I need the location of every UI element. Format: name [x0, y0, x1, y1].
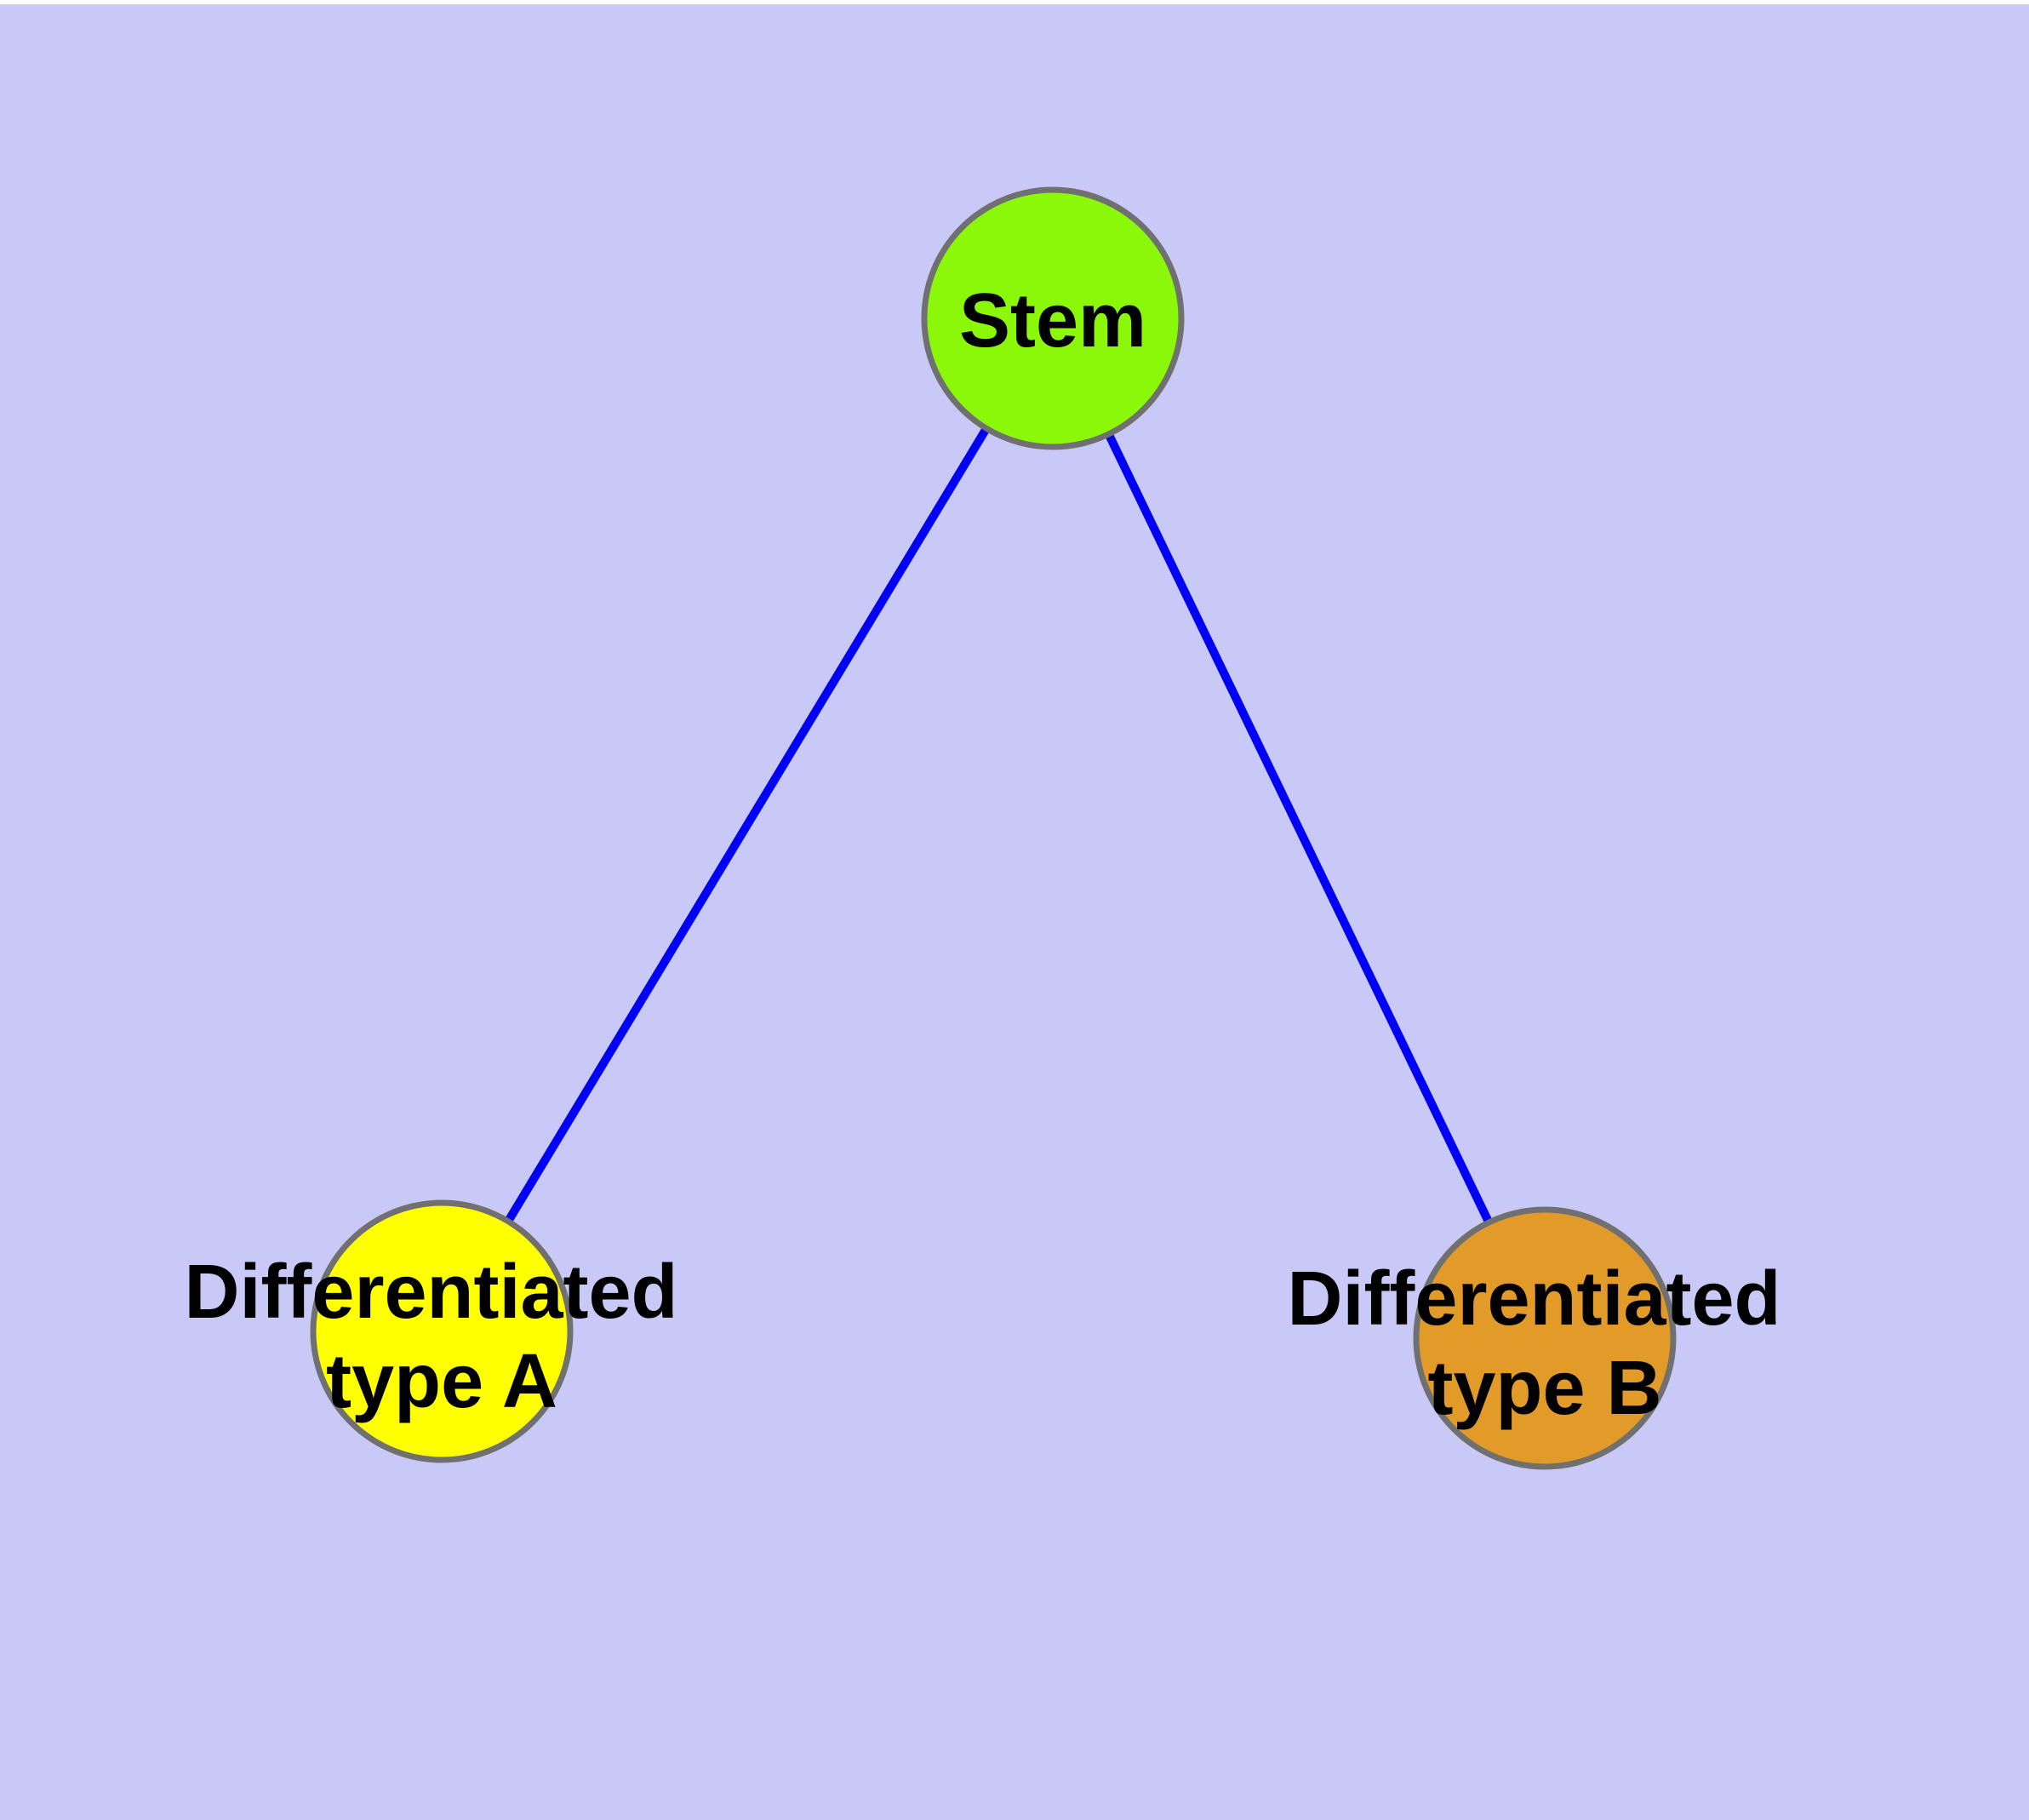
node-differentiated-type-a	[310, 1199, 574, 1463]
node-differentiated-type-a-label: Differentiated type A	[184, 1250, 699, 1424]
node-stem-label: Stem	[959, 278, 1146, 363]
node-differentiated-type-a-label-line2: type A	[326, 1339, 557, 1424]
node-differentiated-type-b	[1413, 1206, 1677, 1470]
edge-stem-to-differentiated-type-a	[437, 316, 1057, 1334]
node-differentiated-type-b-label: Differentiated type B	[1287, 1256, 1802, 1431]
node-differentiated-type-b-label-line2: type B	[1427, 1346, 1661, 1431]
node-differentiated-type-b-label-line1: Differentiated	[1287, 1256, 1780, 1342]
edge-stem-to-differentiated-type-b	[1049, 316, 1549, 1341]
node-stem	[921, 186, 1185, 450]
node-differentiated-type-a-label-line1: Differentiated	[184, 1250, 677, 1335]
